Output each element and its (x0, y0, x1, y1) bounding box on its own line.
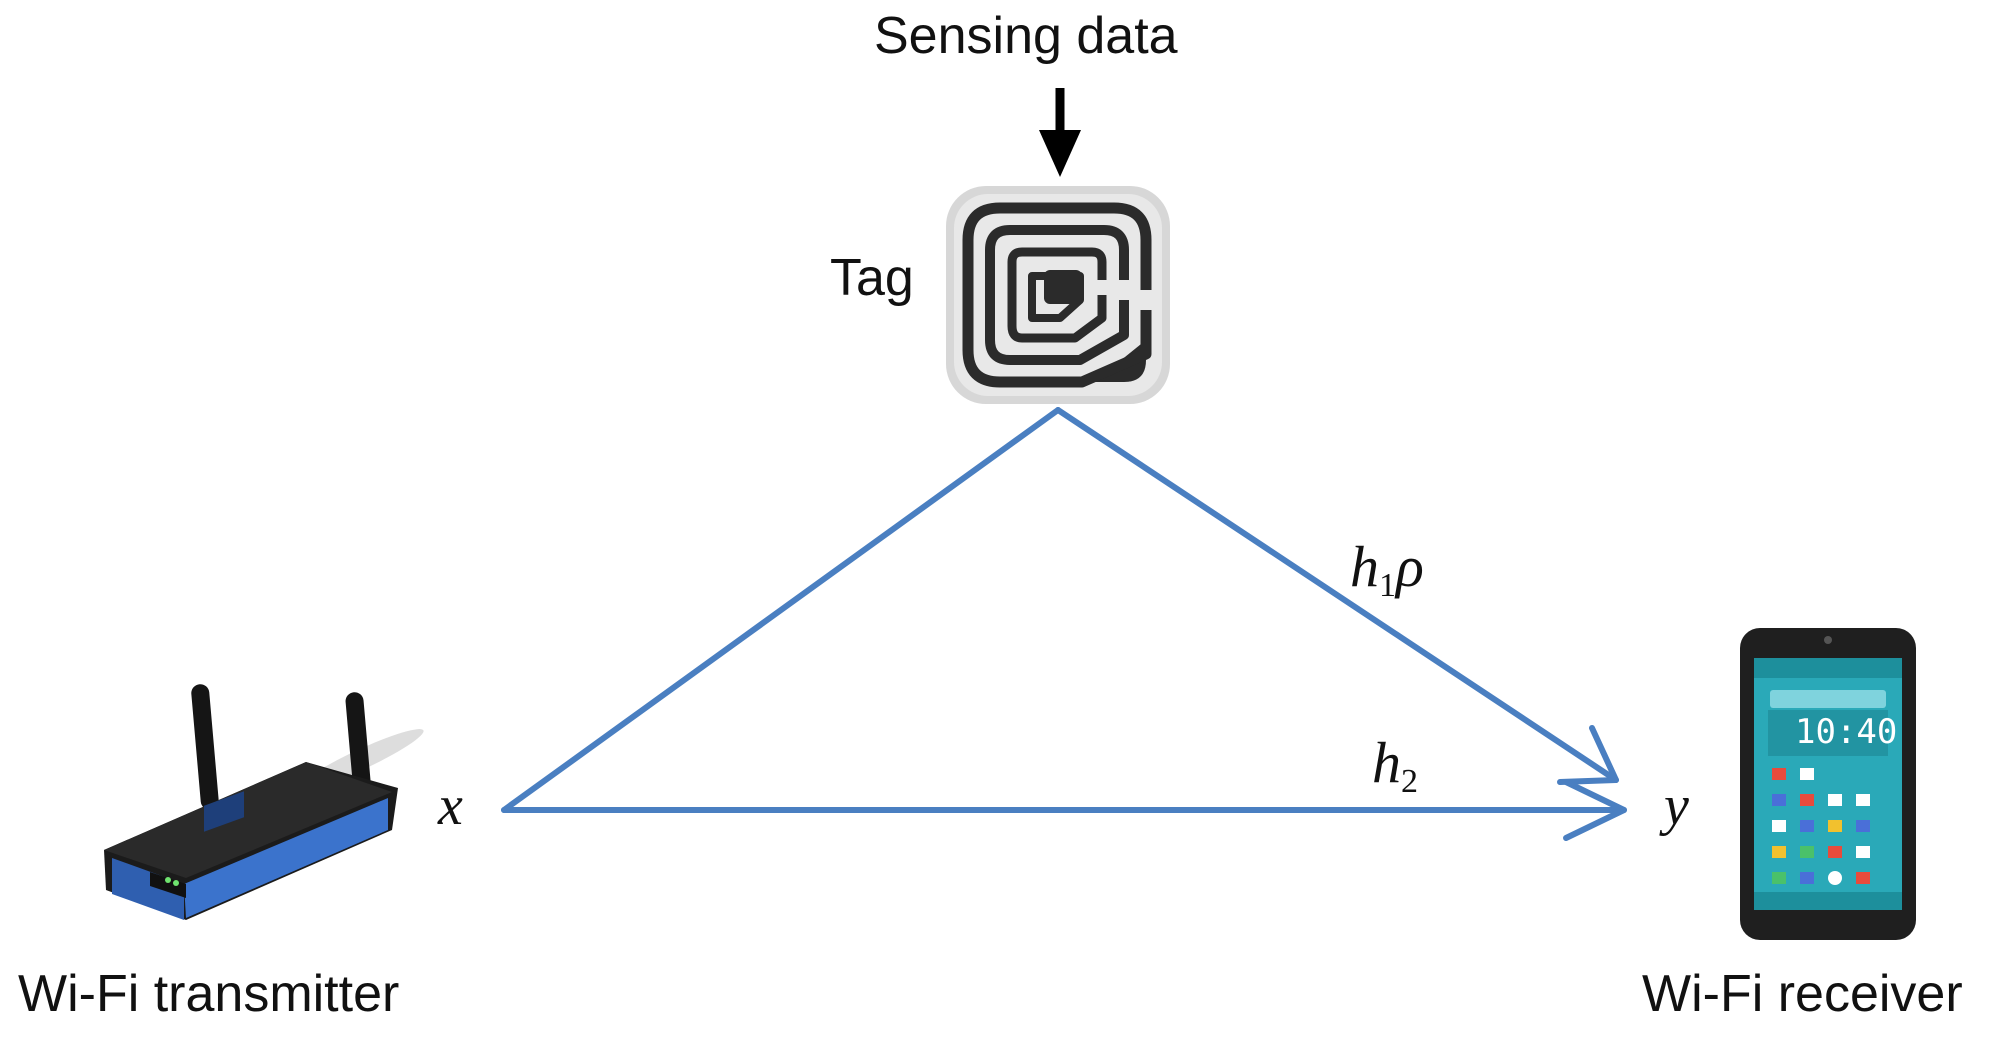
receiver-label: Wi-Fi receiver (1642, 965, 1963, 1023)
signal-x-label: x (438, 775, 463, 837)
channel-h1-rho-label: h1ρ (1350, 538, 1424, 603)
signal-y-label: y (1664, 775, 1689, 837)
link-tx-to-tag (501, 407, 1061, 813)
transmitter-label: Wi-Fi transmitter (18, 965, 400, 1023)
sensing-data-label: Sensing data (874, 7, 1178, 65)
link-tag-to-rx (1055, 407, 1619, 783)
down-arrow-icon (1039, 88, 1081, 177)
channel-h2-label: h2 (1372, 734, 1418, 799)
wifi-router-icon (104, 684, 424, 920)
channel-h1-sub: 1 (1379, 567, 1396, 604)
channel-h2-base: h (1372, 730, 1401, 795)
channel-h1-base: h (1350, 534, 1379, 599)
phone-clock: 10:40 (1795, 712, 1898, 752)
arrowhead-tx-to-rx (1563, 779, 1627, 841)
rfid-tag-icon (946, 186, 1170, 404)
smartphone-icon (1740, 628, 1916, 940)
links (501, 407, 1627, 841)
app-grid (1772, 768, 1870, 885)
arrowhead-tag-to-rx (1557, 725, 1619, 785)
tag-label: Tag (830, 249, 914, 307)
channel-h2-sub: 2 (1401, 763, 1418, 800)
channel-h1-rho: ρ (1396, 534, 1424, 599)
